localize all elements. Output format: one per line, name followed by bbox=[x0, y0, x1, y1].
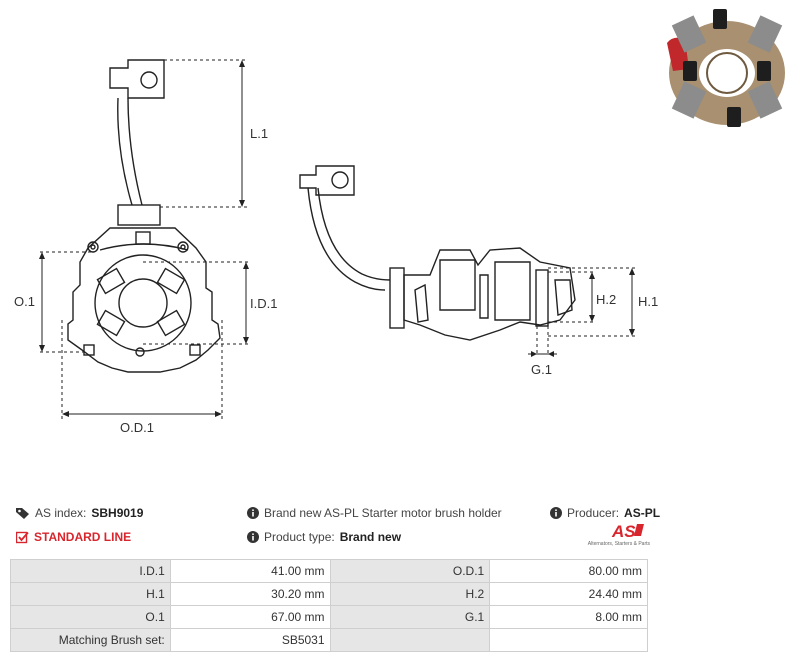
technical-drawing: L.1 O.1 I.D.1 O.D.1 H.1 H.2 G.1 bbox=[14, 59, 658, 435]
product-type-label: Product type: bbox=[264, 530, 335, 544]
dim-label-id1: I.D.1 bbox=[250, 296, 277, 311]
info-icon bbox=[550, 507, 562, 519]
description: Brand new AS-PL Starter motor brush hold… bbox=[247, 506, 502, 520]
as-index: AS index: SBH9019 bbox=[16, 506, 143, 520]
front-view-terminal bbox=[109, 59, 165, 226]
spec-value-cell: 67.00 mm bbox=[169, 605, 331, 629]
spec-label-cell: Matching Brush set: bbox=[10, 628, 171, 652]
spec-value-cell: 80.00 mm bbox=[489, 559, 648, 583]
producer: Producer: AS-PL bbox=[550, 506, 660, 520]
spec-value-cell: 30.20 mm bbox=[169, 582, 331, 606]
logo-tagline: Alternators, Starters & Parts bbox=[587, 541, 650, 547]
dim-label-o1: O.1 bbox=[14, 294, 35, 309]
product-type-value: Brand new bbox=[339, 530, 402, 544]
standard-line-label: STANDARD LINE bbox=[34, 530, 132, 544]
spec-value-cell: SB5031 bbox=[169, 628, 331, 652]
info-icon bbox=[247, 507, 259, 519]
as-index-label: AS index: bbox=[35, 506, 87, 520]
spec-label-cell: O.1 bbox=[10, 605, 171, 629]
dim-label-h1: H.1 bbox=[638, 294, 658, 309]
producer-value: AS-PL bbox=[624, 506, 661, 520]
dim-label-h2: H.2 bbox=[596, 292, 616, 307]
spec-value-cell: 24.40 mm bbox=[489, 582, 648, 606]
spec-label-cell: I.D.1 bbox=[10, 559, 171, 583]
as-pl-logo: AS Alternators, Starters & Parts bbox=[586, 522, 650, 550]
logo-text: AS bbox=[611, 522, 636, 540]
spec-label-cell: H.1 bbox=[10, 582, 171, 606]
product-type: Product type: Brand new bbox=[247, 530, 401, 544]
spec-label-cell: H.2 bbox=[329, 582, 491, 606]
dim-label-g1: G.1 bbox=[531, 362, 552, 377]
side-view-body bbox=[389, 247, 576, 341]
producer-label: Producer: bbox=[567, 506, 620, 520]
dim-label-l1: L.1 bbox=[250, 126, 268, 141]
description-text: Brand new AS-PL Starter motor brush hold… bbox=[264, 506, 502, 520]
spec-value-cell: 41.00 mm bbox=[169, 559, 331, 583]
spec-label-cell: G.1 bbox=[329, 605, 491, 629]
standard-line: STANDARD LINE bbox=[16, 530, 131, 544]
spec-row: Matching Brush set:SB5031 bbox=[10, 628, 648, 652]
checkbox-checked-icon bbox=[16, 531, 29, 543]
spec-value-cell: 8.00 mm bbox=[489, 605, 648, 629]
front-view-body bbox=[67, 227, 221, 373]
spec-label-cell bbox=[329, 628, 491, 652]
tag-icon bbox=[16, 508, 29, 519]
as-index-value: SBH9019 bbox=[91, 506, 144, 520]
spec-label-cell: O.D.1 bbox=[329, 559, 491, 583]
spec-value-cell bbox=[489, 628, 648, 652]
dim-label-od1: O.D.1 bbox=[120, 420, 154, 435]
product-info: AS index: SBH9019 STANDARD LINE Brand ne… bbox=[0, 498, 800, 558]
product-photo bbox=[655, 5, 795, 135]
info-icon bbox=[247, 531, 259, 543]
side-view-terminal bbox=[299, 165, 391, 291]
logo-mark-icon: AS bbox=[611, 522, 644, 540]
